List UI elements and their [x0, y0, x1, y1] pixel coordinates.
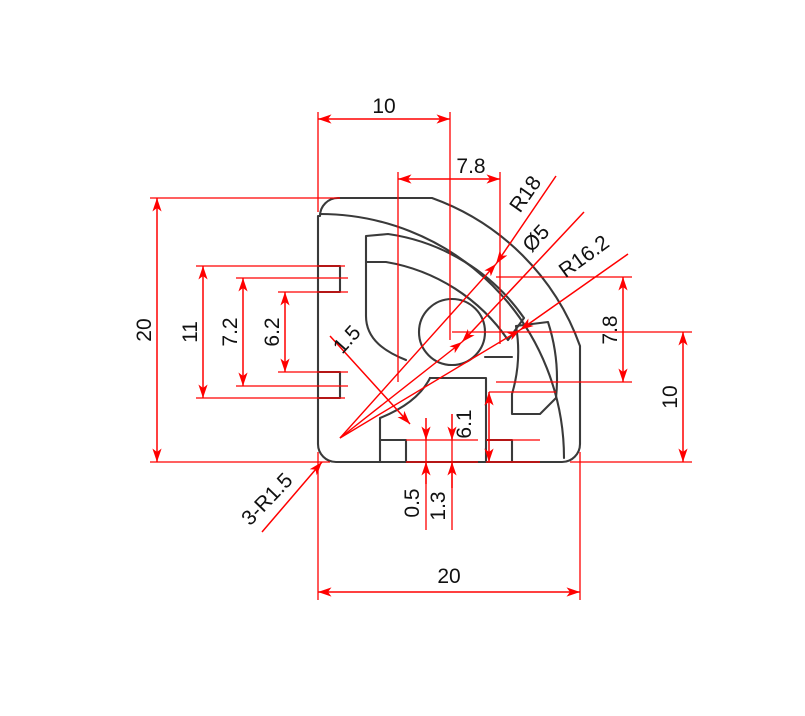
dim-label-left-slot-mid: 7.2: [219, 317, 242, 346]
bottom-tslot-left: [378, 438, 408, 464]
dim-label-left-overall: 20: [133, 318, 156, 341]
dim-label-top-inner: 7.8: [456, 155, 485, 178]
leader-r18: [495, 175, 557, 265]
inner-rib-left: [364, 260, 408, 362]
right-crescent-slot: [510, 320, 559, 416]
leader-corner-fillets: [261, 461, 323, 533]
leader-bore-d5: [461, 211, 585, 343]
leader-label-fillet-1p5: 1.5: [329, 321, 366, 358]
inner-large-arc: [318, 212, 566, 460]
dimension-text-group: 10 7.8 20 11 7.2 6.2 7.8 10 20 0.5 1.3 6…: [133, 95, 682, 588]
leader-label-r18: R18: [505, 172, 546, 217]
leader-label-bore-diameter: Ø5: [518, 220, 554, 256]
dim-label-left-slot-inner: 6.2: [261, 317, 284, 346]
construction-leaders: [339, 263, 521, 439]
dim-label-left-slot-outer: 11: [179, 321, 202, 343]
bottom-tslot-right: [484, 438, 514, 464]
leader-fillet-1p5: [329, 335, 411, 425]
dimension-lines-group: [150, 112, 692, 600]
profile-outline-group: [316, 196, 582, 464]
dim-label-right-upper: 7.8: [599, 315, 622, 344]
inner-rib-bottom: [378, 376, 432, 442]
leader-label-corner-fillets: 3-R1.5: [237, 469, 297, 530]
dim-label-top-overall: 10: [372, 95, 395, 118]
leader-label-r16p2: R16.2: [555, 231, 614, 283]
dim-bottom-height-6p1: [484, 391, 556, 462]
left-tslot-lower: [316, 370, 342, 400]
dim-label-bottom-small-b: 1.3: [427, 491, 450, 520]
leader-r16p2: [519, 253, 629, 331]
upper-crescent-slot: [364, 232, 526, 342]
left-tslot-upper: [316, 264, 342, 294]
dim-label-bottom-overall: 20: [437, 565, 460, 588]
dim-label-bottom-height: 6.1: [453, 409, 476, 438]
dim-label-bottom-small-a: 0.5: [401, 488, 424, 517]
dim-label-right-lower: 10: [659, 385, 682, 408]
extension-lines: [150, 112, 692, 600]
